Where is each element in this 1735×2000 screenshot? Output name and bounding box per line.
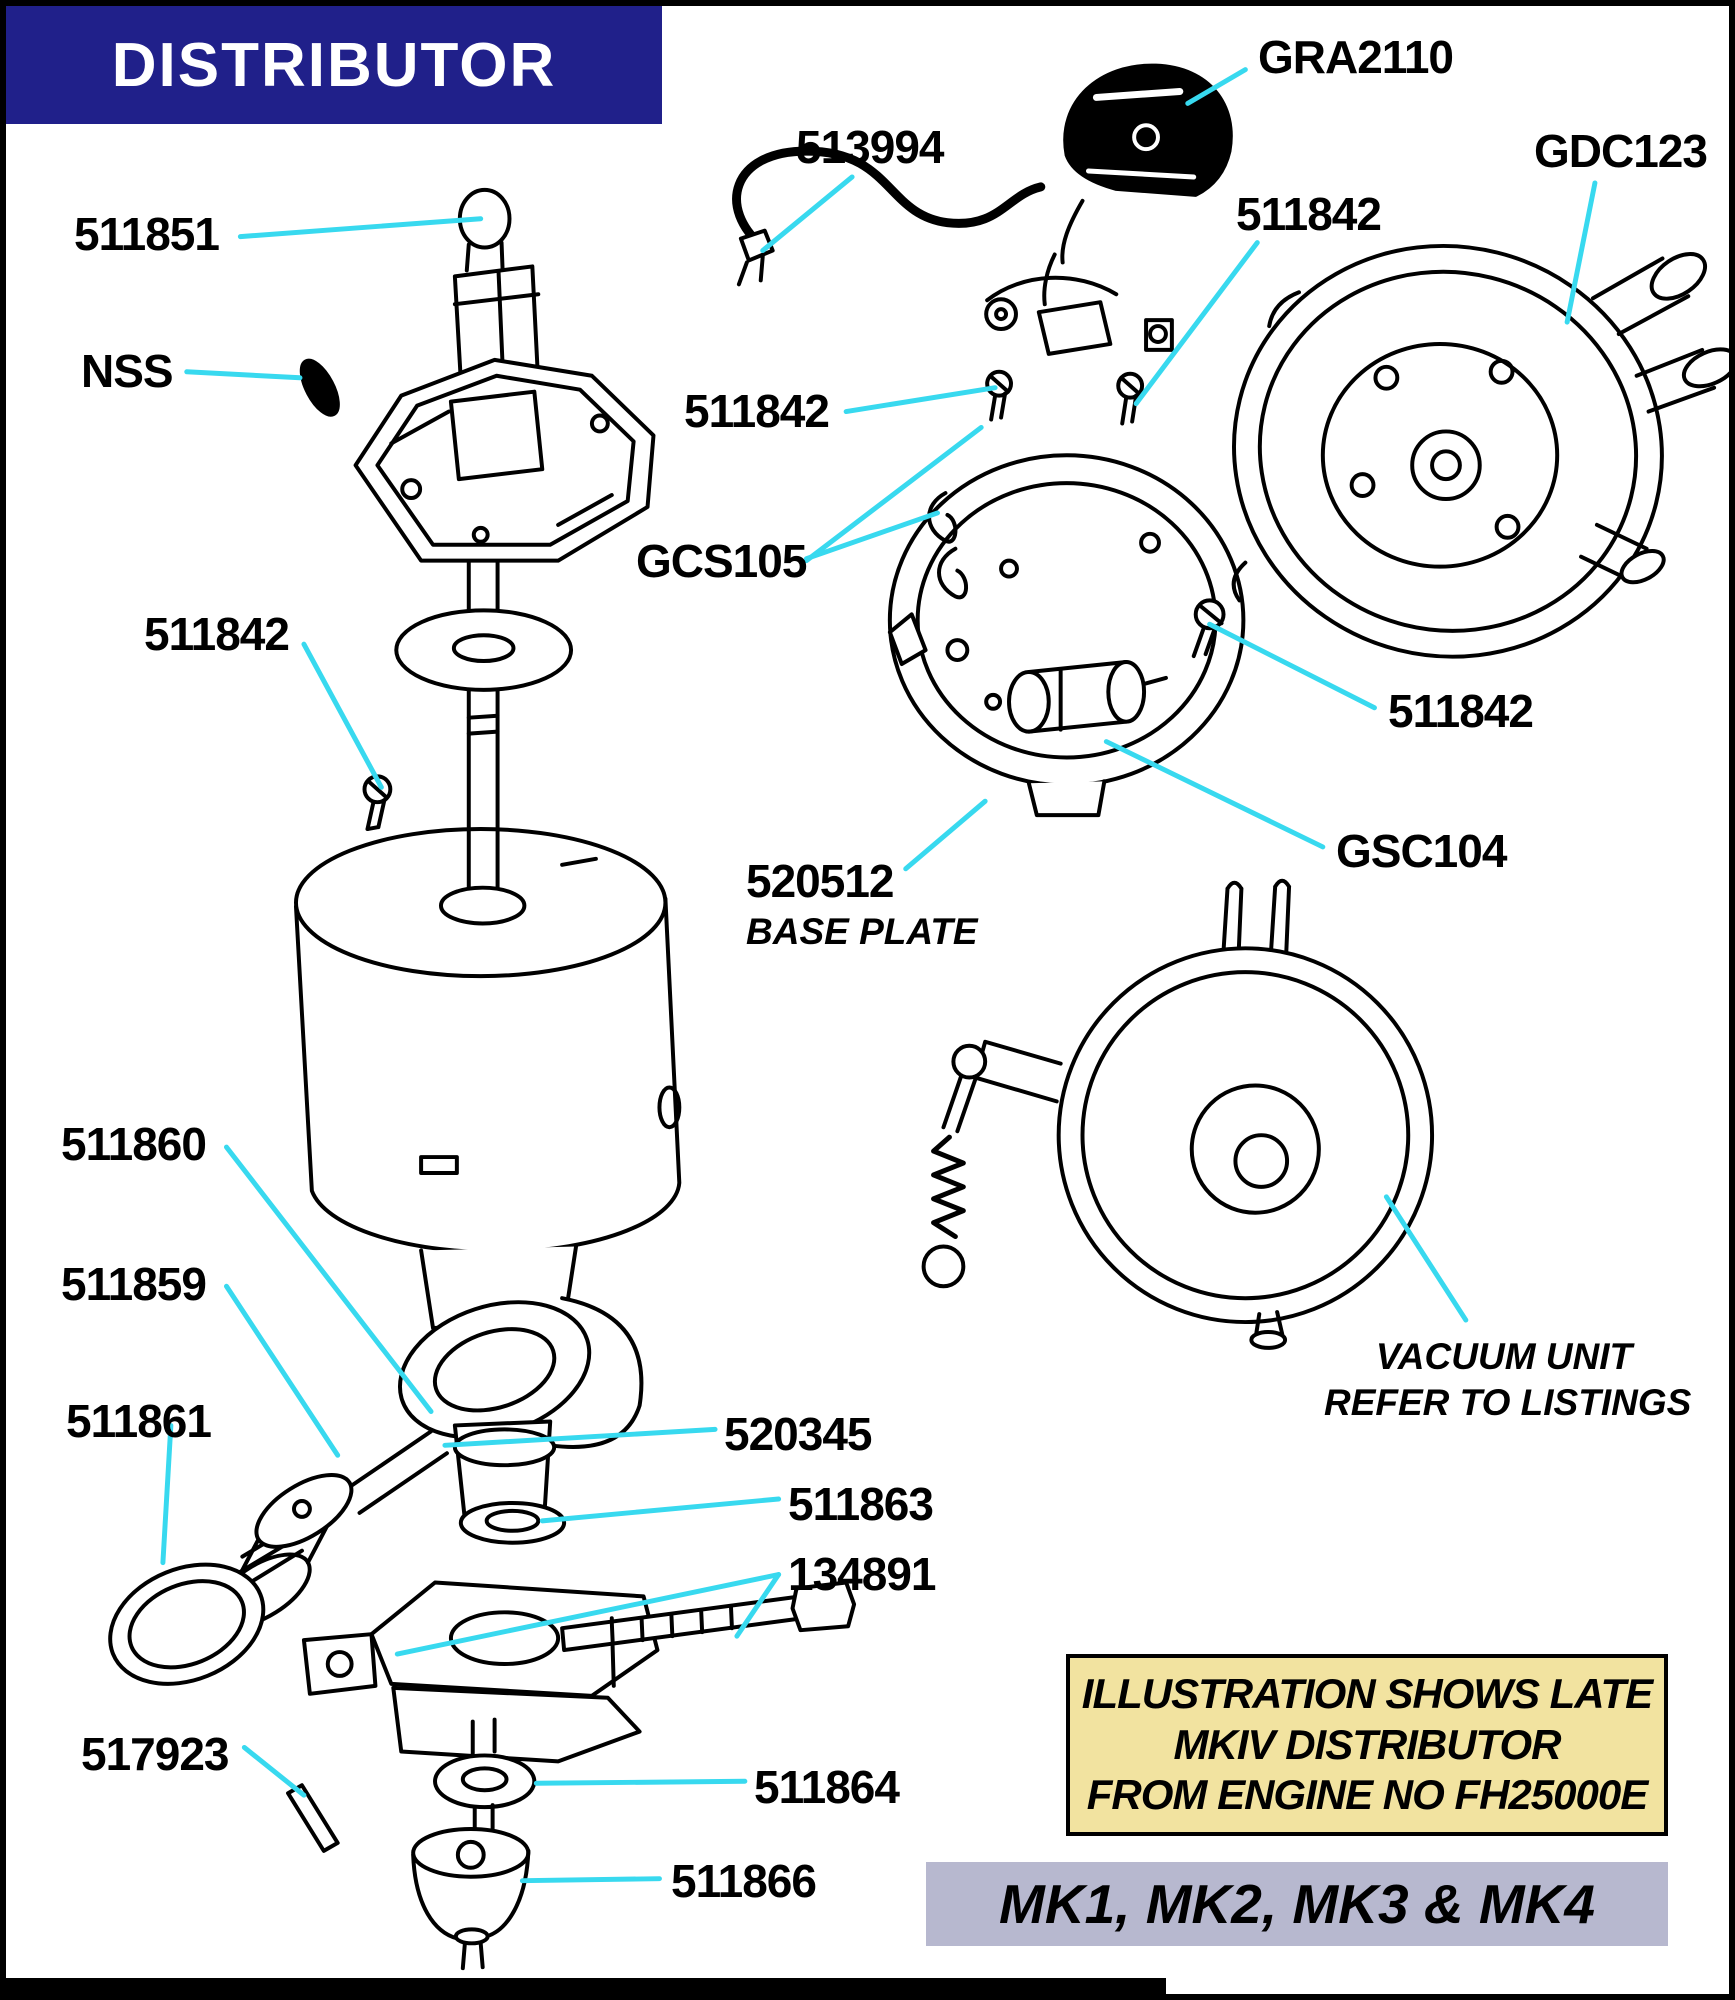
leader-line: [1185, 67, 1248, 106]
part-label-gdc123: GDC123: [1534, 125, 1708, 177]
leader-line: [734, 1572, 782, 1639]
models-text: MK1, MK2, MK3 & MK4: [999, 1873, 1595, 1935]
part-label-517923: 517923: [81, 1728, 229, 1780]
bottom-border-bar: [6, 1978, 1166, 1994]
leader-line: [843, 385, 998, 415]
leader-line: [241, 1745, 307, 1798]
lower-housing: [397, 1244, 644, 1545]
shaft-knob: [457, 187, 512, 273]
note-vacuum-unit: VACUUM UNIT REFER TO LISTINGS: [1324, 1334, 1692, 1427]
capacitor: [1007, 660, 1168, 734]
part-label-gcs105: GCS105: [636, 535, 807, 587]
leader-line: [903, 798, 988, 872]
note-vacuum-unit-line1: VACUUM UNIT: [1375, 1336, 1633, 1377]
part-label-511851: 511851: [74, 208, 220, 260]
spring-clips: [927, 491, 969, 600]
leader-line: [301, 641, 384, 790]
illustration-note-box: ILLUSTRATION SHOWS LATE MKIV DISTRIBUTOR…: [1066, 1654, 1668, 1836]
illustration-note-line3: FROM ENGINE NO FH25000E: [1086, 1771, 1648, 1819]
leader-line: [1564, 180, 1598, 325]
part-label-511860: 511860: [61, 1118, 207, 1170]
leader-line: [237, 216, 484, 240]
leader-line: [803, 424, 984, 564]
leader-line: [1383, 1194, 1469, 1323]
leader-line: [223, 1283, 341, 1458]
screw-511842-right: [1191, 598, 1226, 659]
lower-washer: [433, 1717, 537, 1810]
part-label-513994: 513994: [796, 121, 944, 173]
leader-line: [1103, 739, 1326, 850]
action-plate: [353, 357, 656, 563]
leader-line: [760, 174, 855, 254]
part-label-520512: 520512: [746, 855, 894, 907]
part-label-511842-left: 511842: [144, 608, 290, 660]
leader-line: [803, 510, 940, 562]
part-label-511842-top: 511842: [1236, 188, 1382, 240]
leader-line: [533, 1778, 748, 1786]
part-label-511842-mid: 511842: [684, 385, 830, 437]
part-label-511863: 511863: [788, 1478, 934, 1530]
leader-lines: [160, 67, 1598, 1884]
leader-line: [223, 1144, 434, 1415]
part-label-gra2110: GRA2110: [1258, 31, 1454, 83]
part-label-511864: 511864: [754, 1761, 900, 1813]
part-label-511866: 511866: [671, 1855, 817, 1907]
leader-line: [1133, 240, 1260, 407]
leader-line: [160, 1422, 174, 1566]
leader-line: [519, 1876, 662, 1884]
nss-part: [299, 358, 340, 417]
leader-line: [539, 1496, 782, 1524]
vacuum-unit: [921, 878, 1435, 1350]
exploded-diagram: [108, 63, 1729, 1971]
lt-lead: [732, 146, 1046, 287]
rotor-arm: [1063, 63, 1233, 197]
part-label-134891: 134891: [788, 1548, 936, 1600]
page-title: DISTRIBUTOR: [111, 30, 557, 100]
screw-511842-mid: [985, 369, 1013, 422]
leader-line: [442, 1426, 718, 1448]
part-label-511859: 511859: [61, 1258, 207, 1310]
clamp-plate: [301, 1580, 660, 1764]
part-label-gsc104: GSC104: [1336, 825, 1507, 877]
part-label-511861: 511861: [66, 1395, 212, 1447]
note-vacuum-unit-line2: REFER TO LISTINGS: [1324, 1382, 1692, 1424]
thrust-pad: [108, 1562, 266, 1686]
illustration-note-line1: ILLUSTRATION SHOWS LATE: [1081, 1670, 1653, 1718]
contact-points: [984, 198, 1174, 356]
leader-line: [394, 1572, 782, 1657]
screw-511842-top: [1116, 371, 1145, 426]
upper-washer: [394, 608, 574, 692]
models-box: MK1, MK2, MK3 & MK4: [926, 1862, 1668, 1946]
bottom-cap: [411, 1803, 531, 1971]
leader-line: [1207, 621, 1377, 711]
distributor-cap: [1231, 243, 1729, 659]
part-label-511842-right: 511842: [1388, 685, 1534, 737]
illustration-note-line2: MKIV DISTRIBUTOR: [1173, 1720, 1562, 1768]
part-label-520345: 520345: [724, 1408, 872, 1460]
page-title-banner: DISTRIBUTOR: [6, 6, 662, 124]
clamp-bolt: [560, 1580, 857, 1653]
part-label-nss: NSS: [81, 345, 174, 397]
retaining-pin: [286, 1783, 340, 1853]
base-plate: [887, 453, 1246, 818]
caption-base-plate: BASE PLATE: [746, 911, 978, 952]
leader-line: [184, 369, 303, 381]
distributor-body: [293, 827, 682, 1255]
